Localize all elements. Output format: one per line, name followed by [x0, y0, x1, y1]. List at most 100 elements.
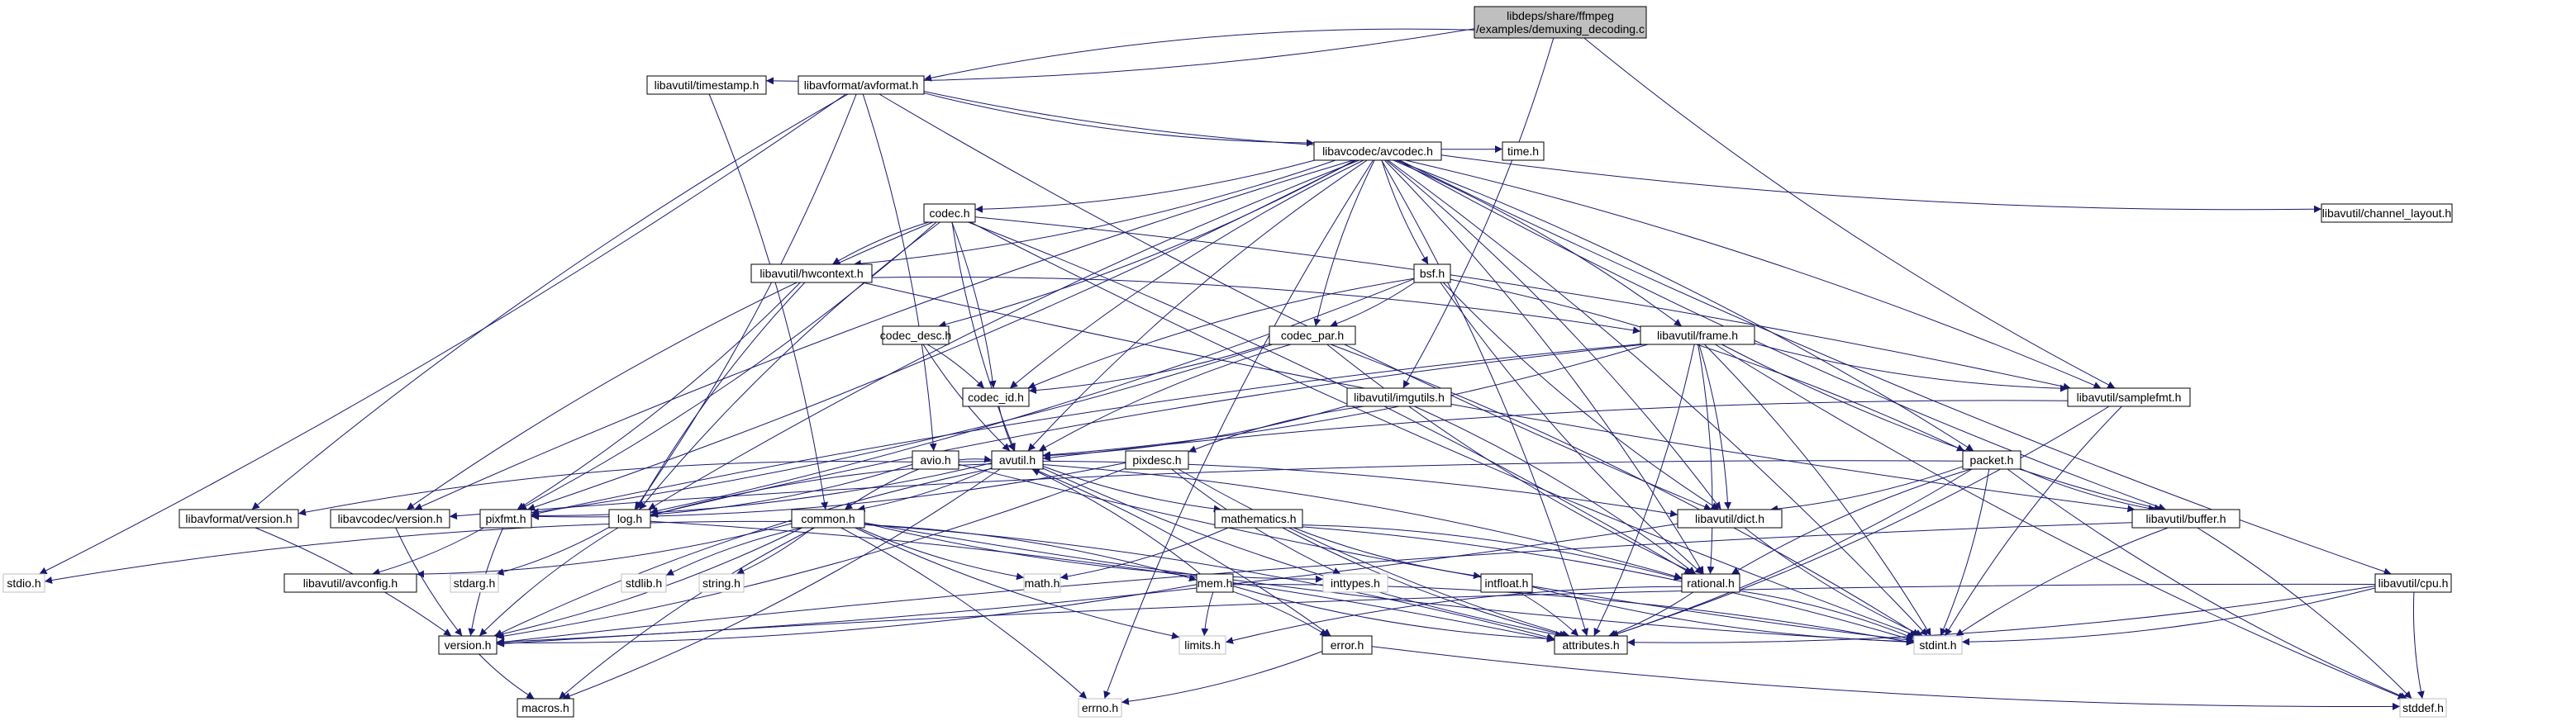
node-box — [750, 263, 873, 283]
nodes-layer: libdeps/share/ffmpeg/examples/demuxing_d… — [2, 6, 2453, 718]
node-avformat[interactable]: libavformat/avformat.h — [798, 75, 925, 95]
edge-avformat-to-avio — [862, 93, 937, 452]
edge-buffer-to-stddef — [2197, 527, 2412, 700]
node-box — [962, 387, 1030, 407]
node-stdarg[interactable]: stdarg.h — [450, 573, 499, 593]
node-stdint[interactable]: stdint.h — [1913, 635, 1963, 655]
node-time[interactable]: time.h — [1502, 141, 1545, 161]
edge-avcodec-to-frame — [1393, 159, 1683, 327]
edge-avutil-to-rational — [1042, 464, 1683, 580]
edge-packet-to-buffer — [2020, 468, 2156, 512]
edge-root-to-samplefmt — [1583, 37, 2116, 389]
node-codec[interactable]: codec.h — [923, 203, 976, 223]
edge-common-to-limits — [855, 527, 1180, 640]
edge-bsf-to-packet — [1450, 278, 1965, 452]
node-pixdesc[interactable]: pixdesc.h — [1125, 450, 1189, 470]
edge-codec_par-to-pixfmt — [531, 344, 1273, 516]
node-common[interactable]: common.h — [791, 509, 865, 529]
node-channel-layout[interactable]: libavutil/channel_layout.h — [2321, 203, 2453, 223]
node-box — [1078, 698, 1122, 718]
node-codec-par[interactable]: codec_par.h — [1269, 325, 1356, 345]
edge-cpu-to-version — [496, 583, 2376, 647]
node-frame[interactable]: libavutil/frame.h — [1640, 325, 1755, 345]
node-stdio[interactable]: stdio.h — [2, 573, 45, 593]
node-box — [1269, 325, 1356, 345]
edge-samplefmt-to-avutil — [1042, 400, 2069, 462]
node-string[interactable]: string.h — [698, 573, 745, 593]
node-samplefmt[interactable]: libavutil/samplefmt.h — [2067, 387, 2191, 407]
edge-avio-to-dict — [958, 460, 1678, 518]
node-macros[interactable]: macros.h — [517, 698, 574, 718]
node-limits[interactable]: limits.h — [1178, 635, 1226, 655]
edge-pixdesc-to-version — [496, 467, 1126, 640]
node-box — [882, 325, 950, 345]
node-codec-desc[interactable]: codec_desc.h — [880, 325, 951, 345]
edge-codec_id-to-avutil — [998, 406, 1015, 452]
node-version[interactable]: version.h — [438, 635, 498, 655]
node-avutil[interactable]: avutil.h — [991, 450, 1044, 470]
node-box — [798, 75, 925, 95]
node-avconfig[interactable]: libavutil/avconfig.h — [283, 573, 417, 593]
edge-packet-to-stdint — [1940, 468, 1990, 637]
edge-codec-to-samplefmt — [974, 216, 2071, 391]
edge-avcodec-to-codec_par — [1313, 159, 1375, 327]
edge-bsf-to-log — [650, 278, 1415, 515]
node-avcodec[interactable]: libavcodec/avcodec.h — [1313, 141, 1442, 161]
node-label: bsf.h — [1420, 267, 1445, 280]
node-mem[interactable]: mem.h — [1196, 573, 1234, 593]
node-errno[interactable]: errno.h — [1078, 698, 1122, 718]
edge-common-to-stdio — [44, 520, 793, 584]
node-mathematics[interactable]: mathematics.h — [1214, 509, 1303, 529]
edge-packet-to-lavc_version — [449, 460, 1964, 520]
node-lavc-version[interactable]: libavcodec/version.h — [330, 509, 450, 529]
node-bsf[interactable]: bsf.h — [1413, 263, 1451, 283]
node-hwcontext[interactable]: libavutil/hwcontext.h — [750, 263, 873, 283]
node-timestamp[interactable]: libavutil/timestamp.h — [646, 75, 767, 95]
edge-version-to-macros — [479, 653, 535, 700]
node-label: libavutil/avconfig.h — [303, 576, 398, 590]
node-label: /examples/demuxing_decoding.c — [1476, 22, 1645, 36]
node-box — [1554, 635, 1628, 655]
edge-avio-to-avutil — [958, 455, 993, 463]
node-dict[interactable]: libavutil/dict.h — [1677, 509, 1783, 529]
node-log[interactable]: log.h — [608, 509, 651, 529]
node-avio[interactable]: avio.h — [912, 450, 959, 470]
edge-codec_par-to-codec_id — [1028, 343, 1270, 395]
node-buffer[interactable]: libavutil/buffer.h — [2131, 509, 2240, 529]
node-attributes[interactable]: attributes.h — [1554, 635, 1628, 655]
edge-hwcontext-to-frame — [871, 276, 1641, 334]
node-box — [608, 509, 651, 529]
node-label: libavutil/samplefmt.h — [2077, 391, 2182, 404]
node-box — [1178, 635, 1226, 655]
edge-pixdesc-to-attributes — [1178, 468, 1570, 638]
node-math[interactable]: math.h — [1023, 573, 1061, 593]
node-inttypes[interactable]: inttypes.h — [1322, 573, 1388, 593]
node-box — [438, 635, 498, 655]
edge-common-to-string — [736, 527, 814, 575]
node-codec-id[interactable]: codec_id.h — [962, 387, 1030, 407]
node-packet[interactable]: packet.h — [1962, 450, 2021, 470]
edge-avutil-to-macros — [562, 468, 1001, 700]
edge-samplefmt-to-attributes — [1610, 406, 2110, 638]
node-cpu[interactable]: libavutil/cpu.h — [2374, 573, 2452, 593]
node-imgutils[interactable]: libavutil/imgutils.h — [1346, 387, 1452, 407]
node-label: string.h — [702, 576, 740, 590]
node-stdlib[interactable]: stdlib.h — [621, 573, 667, 593]
node-pixfmt[interactable]: pixfmt.h — [479, 509, 532, 529]
edge-avcodec-to-log — [648, 159, 1359, 510]
edge-cpu-to-stdint — [1961, 587, 2376, 646]
edge-dict-to-stdint — [1744, 527, 1924, 637]
node-intfloat[interactable]: intfloat.h — [1480, 573, 1533, 593]
edge-mathematics-to-rational — [1302, 524, 1683, 581]
edge-rational-to-limits — [1225, 586, 1683, 644]
edge-codec_desc-to-codec_id — [926, 344, 985, 389]
edge-mathematics-to-math — [1059, 527, 1229, 581]
node-error[interactable]: error.h — [1321, 635, 1373, 655]
node-box — [1125, 450, 1189, 470]
node-rational[interactable]: rational.h — [1681, 573, 1740, 593]
node-lavf-version[interactable]: libavformat/version.h — [179, 509, 299, 529]
node-box — [1962, 450, 2021, 470]
node-root[interactable]: libdeps/share/ffmpeg/examples/demuxing_d… — [1474, 6, 1647, 39]
node-stddef[interactable]: stddef.h — [2399, 698, 2447, 718]
edge-frame-to-dict — [1698, 344, 1732, 510]
